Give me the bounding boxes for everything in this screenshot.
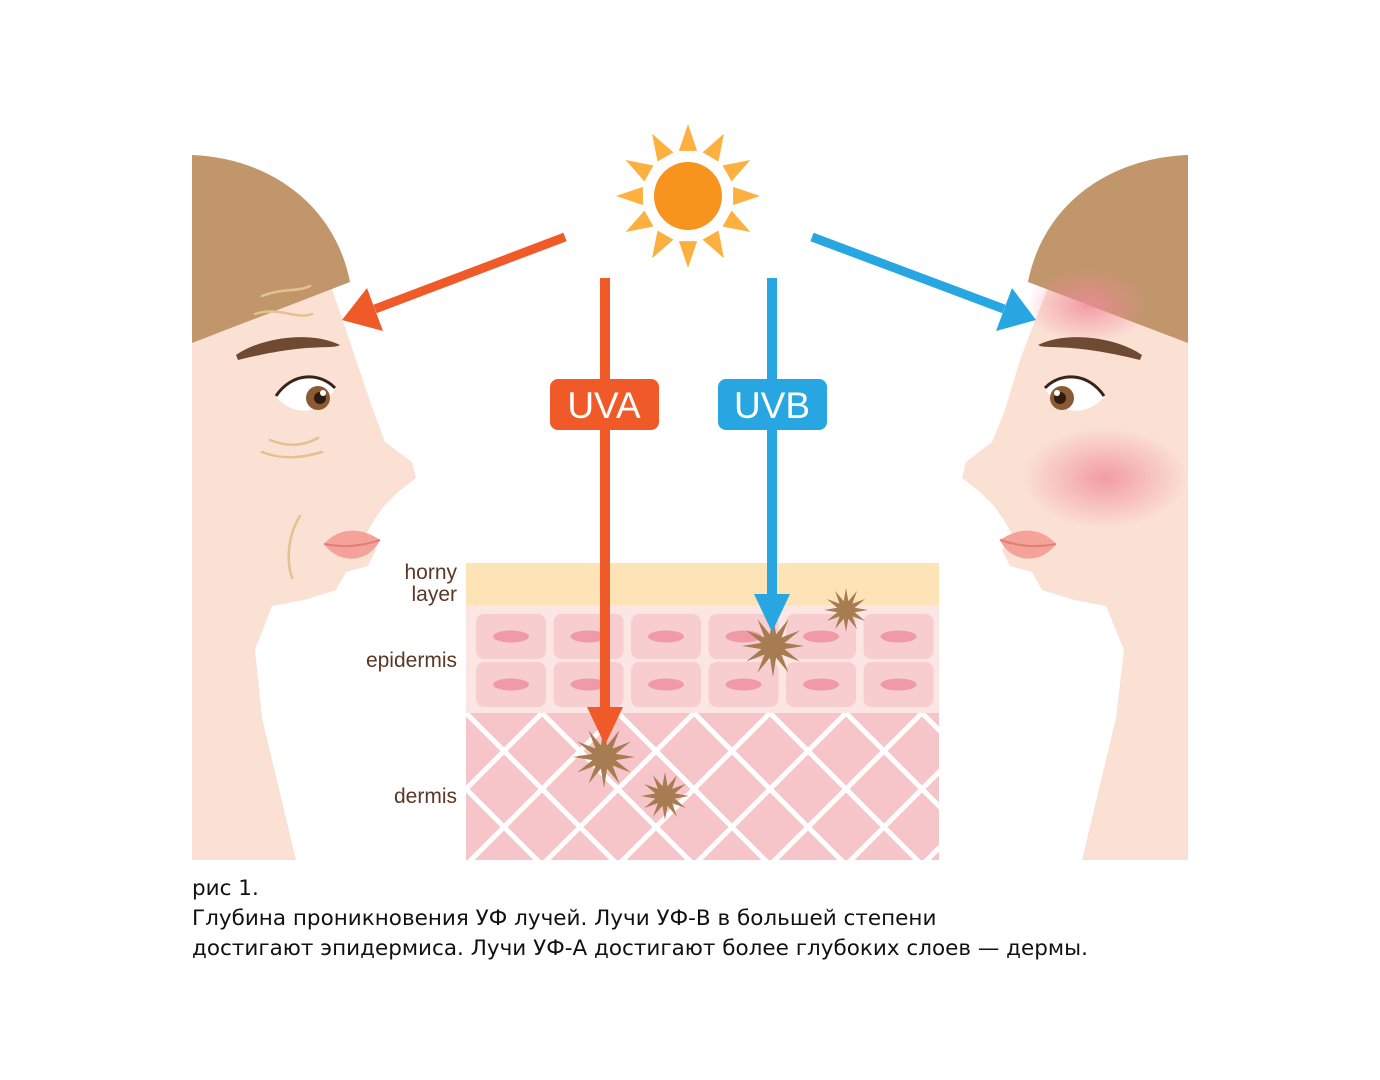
wrinkles <box>253 284 324 580</box>
cheek-redness <box>1023 428 1187 528</box>
figure-caption: рис 1. Глубина проникновения УФ лучей. Л… <box>192 874 1252 964</box>
sun-ray <box>625 160 654 182</box>
uvb-ray-to-face <box>810 232 1036 331</box>
left-lips <box>323 530 381 559</box>
right-face-skin <box>962 200 1188 860</box>
cell-nucleus <box>648 678 684 691</box>
sun-ray <box>702 133 724 162</box>
horny-layer-label: horny <box>404 561 457 584</box>
epidermis-cell <box>941 614 1011 659</box>
forehead-redness <box>1026 267 1150 343</box>
sun-ray <box>733 186 760 206</box>
sun-ray <box>652 133 674 162</box>
sun-ray <box>625 210 654 232</box>
cell-nucleus <box>958 631 994 643</box>
left-face-skin <box>192 200 416 860</box>
uva-label: UVA <box>567 385 641 426</box>
caption-line-1: Глубина проникновения УФ лучей. Лучи УФ-… <box>192 906 937 931</box>
cell-nucleus <box>725 678 762 691</box>
left-eyebrow <box>236 337 340 360</box>
horny-layer-band <box>466 563 939 605</box>
right-eyebrow <box>1038 337 1142 360</box>
damage-star-icon <box>573 726 635 788</box>
dermis-label: dermis <box>394 785 457 808</box>
cell-nucleus <box>803 678 839 691</box>
sun-ray <box>678 124 698 151</box>
cell-nucleus <box>570 630 607 643</box>
skin-cross-section <box>466 563 1011 860</box>
right-eye <box>1043 375 1106 411</box>
uva-badge: UVA <box>550 379 659 430</box>
cell-nucleus <box>958 679 994 691</box>
sun-ray <box>678 241 698 268</box>
cell-nucleus <box>570 678 607 691</box>
sun-ray <box>702 230 724 259</box>
sun-ray <box>722 210 751 232</box>
left-eye <box>274 375 337 411</box>
damage-star-icon <box>824 588 868 632</box>
caption-line-2: достигают эпидермиса. Лучи УФ-А достигаю… <box>192 936 1088 961</box>
left-face-hair <box>192 155 350 343</box>
uvb-badge: UVB <box>718 379 827 430</box>
epidermis-cell <box>941 662 1011 707</box>
damage-star-icon <box>641 772 689 820</box>
cell-nucleus <box>880 630 917 643</box>
epidermis-label: epidermis <box>366 649 457 672</box>
dermis-collagen-net <box>466 713 939 860</box>
uva-ray-to-face <box>342 232 567 331</box>
cell-nucleus <box>493 678 529 691</box>
sun-ray <box>722 160 751 182</box>
sun-icon <box>616 124 760 268</box>
right-face-sunburn <box>962 155 1188 860</box>
cell-nucleus <box>493 630 529 643</box>
figure-number: рис 1. <box>192 876 259 901</box>
uv-penetration-diagram: horny layer epidermis dermis UVA UVB <box>192 124 1188 860</box>
horny-layer-label-2: layer <box>411 583 457 606</box>
sun-ray <box>616 186 643 206</box>
right-lips <box>999 530 1057 559</box>
damage-star-icon <box>742 615 804 677</box>
uvb-ray-to-epidermis <box>754 278 790 632</box>
uvb-label: UVB <box>734 385 810 426</box>
uva-ray-to-dermis <box>587 278 623 745</box>
left-face-aged <box>192 155 416 860</box>
damage-markers <box>573 588 868 820</box>
epidermis-cells <box>476 614 1011 707</box>
cell-nucleus <box>880 678 917 691</box>
sun-ray <box>652 230 674 259</box>
cell-nucleus <box>648 630 684 643</box>
cell-nucleus <box>803 630 839 643</box>
